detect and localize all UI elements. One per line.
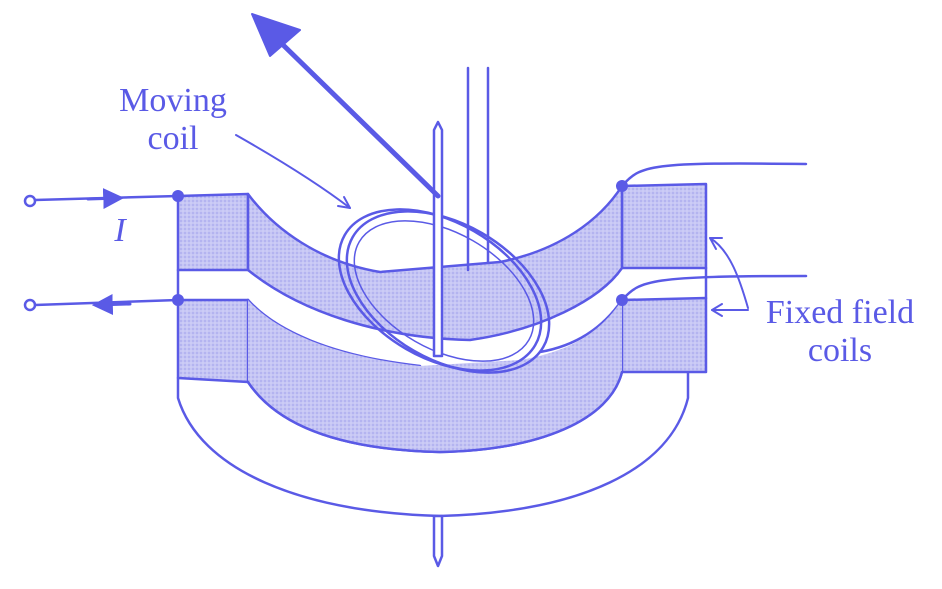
current-out-arrow	[91, 294, 132, 316]
fixed-coils-leader-top	[709, 237, 749, 309]
upper-coil-band	[246, 184, 624, 342]
fixed-field-coils-label-line1: Fixed field	[765, 294, 915, 331]
junction-dot	[172, 294, 184, 306]
lower-right-coil-block	[538, 296, 708, 374]
junction-dot	[172, 190, 184, 202]
upper-left-coil-block	[176, 192, 250, 272]
pointer	[275, 37, 441, 199]
current-label: I	[114, 212, 126, 249]
moving-coil-label-line1: Moving	[119, 82, 227, 119]
mid-right-lead	[620, 274, 808, 302]
moving-coil	[337, 208, 551, 374]
moving-coil-leader	[235, 134, 351, 209]
junction-dot	[616, 294, 628, 306]
terminal-top[interactable]	[23, 194, 37, 208]
spindle	[432, 120, 444, 568]
fixed-field-coils-label-line2: coils	[807, 332, 873, 369]
moving-coil-label-line2: coil	[147, 120, 199, 157]
current-in-arrow	[86, 188, 125, 210]
fixed-field-coils-label: Fixed field coils	[750, 294, 930, 370]
pointer-head	[251, 13, 301, 57]
upper-right-coil-block	[620, 182, 708, 270]
top-right-lead	[620, 162, 808, 188]
junction-dot	[616, 180, 628, 192]
terminal-bottom[interactable]	[23, 298, 37, 312]
moving-coil-label: Moving coil	[98, 82, 248, 158]
lower-coil-band	[248, 300, 622, 452]
